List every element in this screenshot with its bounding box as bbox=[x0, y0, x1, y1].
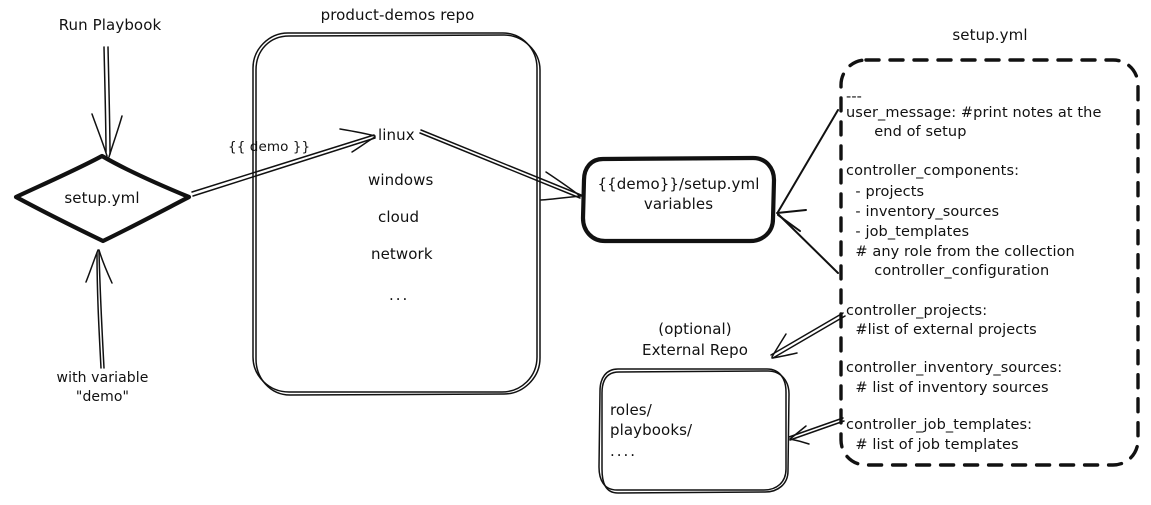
setup-yml-block-controller-projects-line1: controller_projects: bbox=[846, 303, 988, 319]
setup-yml-block-controller-job-templates-line2: # list of job templates bbox=[846, 437, 1019, 453]
setup-yml-block-controller-components-line5: # any role from the collection bbox=[846, 244, 1075, 260]
setup-yml-block-controller-job-templates-line1: controller_job_templates: bbox=[846, 417, 1033, 433]
setup-yml-block-doc-start: --- bbox=[846, 89, 862, 105]
external-repo-title-line1: (optional) bbox=[658, 320, 732, 338]
setup-yml-block-controller-components-line1: controller_components: bbox=[846, 163, 1020, 179]
arrow-with-variable bbox=[85, 249, 113, 369]
external-repo-item-roles: roles/ bbox=[610, 401, 652, 419]
external-repo-title-line2: External Repo bbox=[642, 341, 748, 359]
repo-item-windows[interactable]: windows bbox=[368, 171, 434, 189]
setup-yml-block-controller-components-line6: controller_configuration bbox=[846, 263, 1050, 279]
repo-item-network[interactable]: network bbox=[371, 245, 433, 263]
setup-yml-block-controller-inventory-sources-line1: controller_inventory_sources: bbox=[846, 360, 1063, 376]
repo-item-cloud[interactable]: cloud bbox=[378, 208, 420, 226]
setup-yml-block-user-message-line2: end of setup bbox=[846, 124, 967, 140]
setup-yml-block-controller-components-line3: - inventory_sources bbox=[846, 204, 1000, 220]
setup-yml-container-title: setup.yml bbox=[952, 26, 1028, 44]
external-repo-item-playbooks: playbooks/ bbox=[610, 421, 693, 439]
repo-item-ellipsis: ... bbox=[389, 286, 410, 304]
arrow-controller-job-templates-to-external-repo bbox=[788, 417, 845, 445]
edge-label-demo-variable: {{ demo }} bbox=[228, 139, 311, 155]
run-playbook-label: Run Playbook bbox=[58, 16, 162, 34]
arrow-controller-projects-to-external-repo bbox=[770, 312, 846, 359]
arrow-setup-yml-to-vars-box-upper bbox=[776, 109, 839, 274]
arrow-run-playbook bbox=[91, 46, 123, 158]
setup-yml-block-user-message-line1: user_message: #print notes at the bbox=[846, 105, 1102, 121]
setup-yml-block-controller-projects-line2: #list of external projects bbox=[846, 322, 1037, 338]
setup-yml-block-controller-components-line2: - projects bbox=[846, 184, 925, 200]
vars-box-line1: {{demo}}/setup.yml bbox=[597, 175, 760, 193]
vars-box-line2: variables bbox=[643, 195, 714, 213]
setup-yml-block-controller-inventory-sources-line2: # list of inventory sources bbox=[846, 380, 1049, 396]
repo-item-linux[interactable]: linux bbox=[378, 126, 415, 144]
product-demos-repo-title: product-demos repo bbox=[320, 6, 475, 24]
setup-yml-block-controller-components-line4: - job_templates bbox=[846, 224, 970, 240]
with-variable-label-line2: "demo" bbox=[75, 389, 130, 405]
arrow-linux-to-vars-box bbox=[419, 129, 582, 201]
setup-yml-node-label: setup.yml bbox=[64, 189, 140, 207]
with-variable-label-line1: with variable bbox=[56, 370, 149, 386]
external-repo-item-ellipsis: .... bbox=[610, 442, 638, 460]
